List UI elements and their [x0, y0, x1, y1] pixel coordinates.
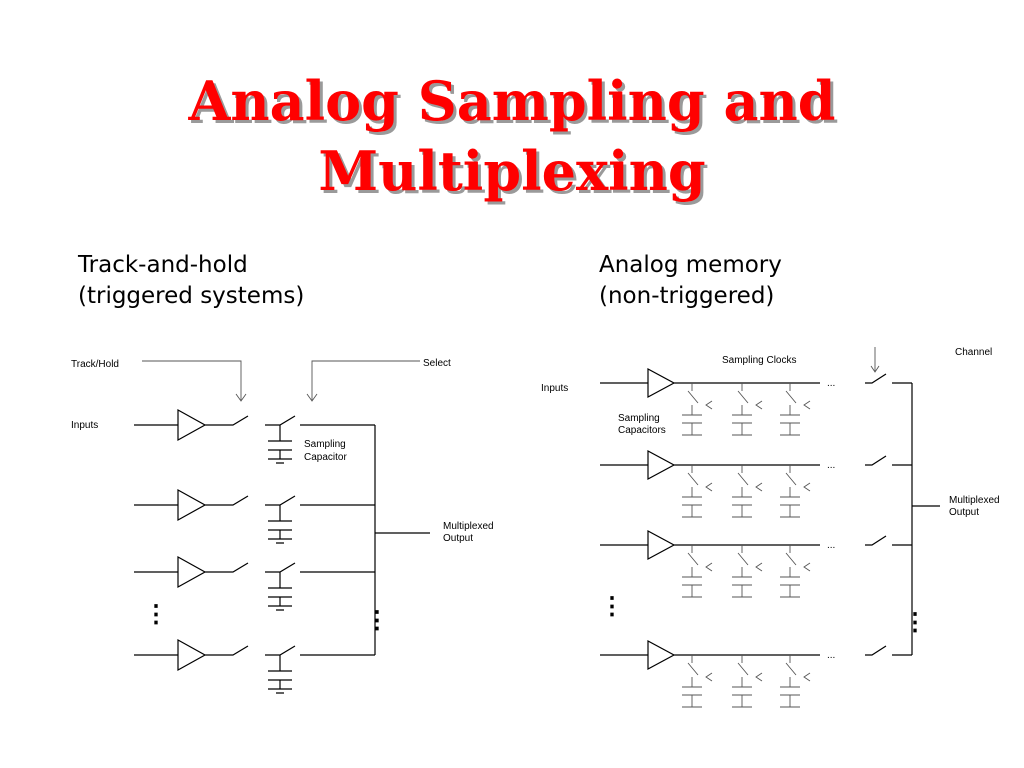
sampling-capacitor-label-1: Sampling: [304, 439, 346, 450]
title-line-1: Analog Sampling and: [188, 69, 836, 133]
title-line-2: Multiplexing: [318, 139, 706, 203]
channel-select-arrow: [870, 365, 880, 373]
left-heading-line-1: Track-and-hold: [78, 252, 248, 278]
memory-row: ...: [600, 529, 912, 598]
left-input-ellipsis: ⋮: [144, 601, 168, 628]
select-control-line: [311, 360, 420, 400]
left-inputs-label: Inputs: [71, 420, 98, 431]
channel-label: Channel: [955, 347, 992, 358]
left-heading: Track-and-hold (triggered systems): [78, 250, 304, 312]
memory-row: ...: [600, 367, 912, 436]
track-and-hold-circuit: Track/Hold Select Inputs Sampling Capaci…: [71, 358, 494, 694]
memory-row-ellipsis: ...: [827, 378, 835, 389]
analog-memory-circuit: Sampling Clocks Channel Inputs Sampling …: [541, 347, 1000, 708]
sampling-clocks-label: Sampling Clocks: [722, 355, 796, 366]
memory-row: ...: [600, 449, 912, 518]
left-channel-row: [134, 555, 375, 611]
memory-row-ellipsis: ...: [827, 540, 835, 551]
left-heading-line-2: (triggered systems): [78, 283, 305, 309]
right-bus-ellipsis: ⋮: [903, 609, 927, 636]
track-hold-control-line: [142, 360, 242, 400]
left-channel-row: [134, 408, 375, 464]
right-output-label-1: Multiplexed: [949, 495, 1000, 506]
sampling-capacitors-label-1: Sampling: [618, 413, 660, 424]
left-channel-row: [134, 488, 375, 544]
left-bus-ellipsis: ⋮: [365, 607, 389, 634]
sampling-capacitors-label-2: Capacitors: [618, 425, 666, 436]
memory-row: ...: [600, 639, 912, 708]
left-output-label-1: Multiplexed: [443, 521, 494, 532]
memory-row-ellipsis: ...: [827, 460, 835, 471]
left-output-label-2: Output: [443, 533, 473, 544]
track-hold-label: Track/Hold: [71, 359, 119, 370]
memory-row-ellipsis: ...: [827, 650, 835, 661]
track-hold-arrow: [235, 393, 247, 402]
right-input-ellipsis: ⋮: [600, 593, 624, 620]
select-label: Select: [423, 358, 451, 369]
right-heading-line-1: Analog memory: [599, 252, 782, 278]
left-channel-row: [134, 638, 375, 694]
right-inputs-label: Inputs: [541, 383, 568, 394]
sampling-capacitor-label-2: Capacitor: [304, 452, 347, 463]
right-heading: Analog memory (non-triggered): [599, 250, 782, 312]
slide-title: Analog Sampling and Multiplexing: [0, 66, 1024, 206]
select-arrow: [306, 393, 318, 402]
right-heading-line-2: (non-triggered): [599, 283, 775, 309]
right-output-label-2: Output: [949, 507, 979, 518]
